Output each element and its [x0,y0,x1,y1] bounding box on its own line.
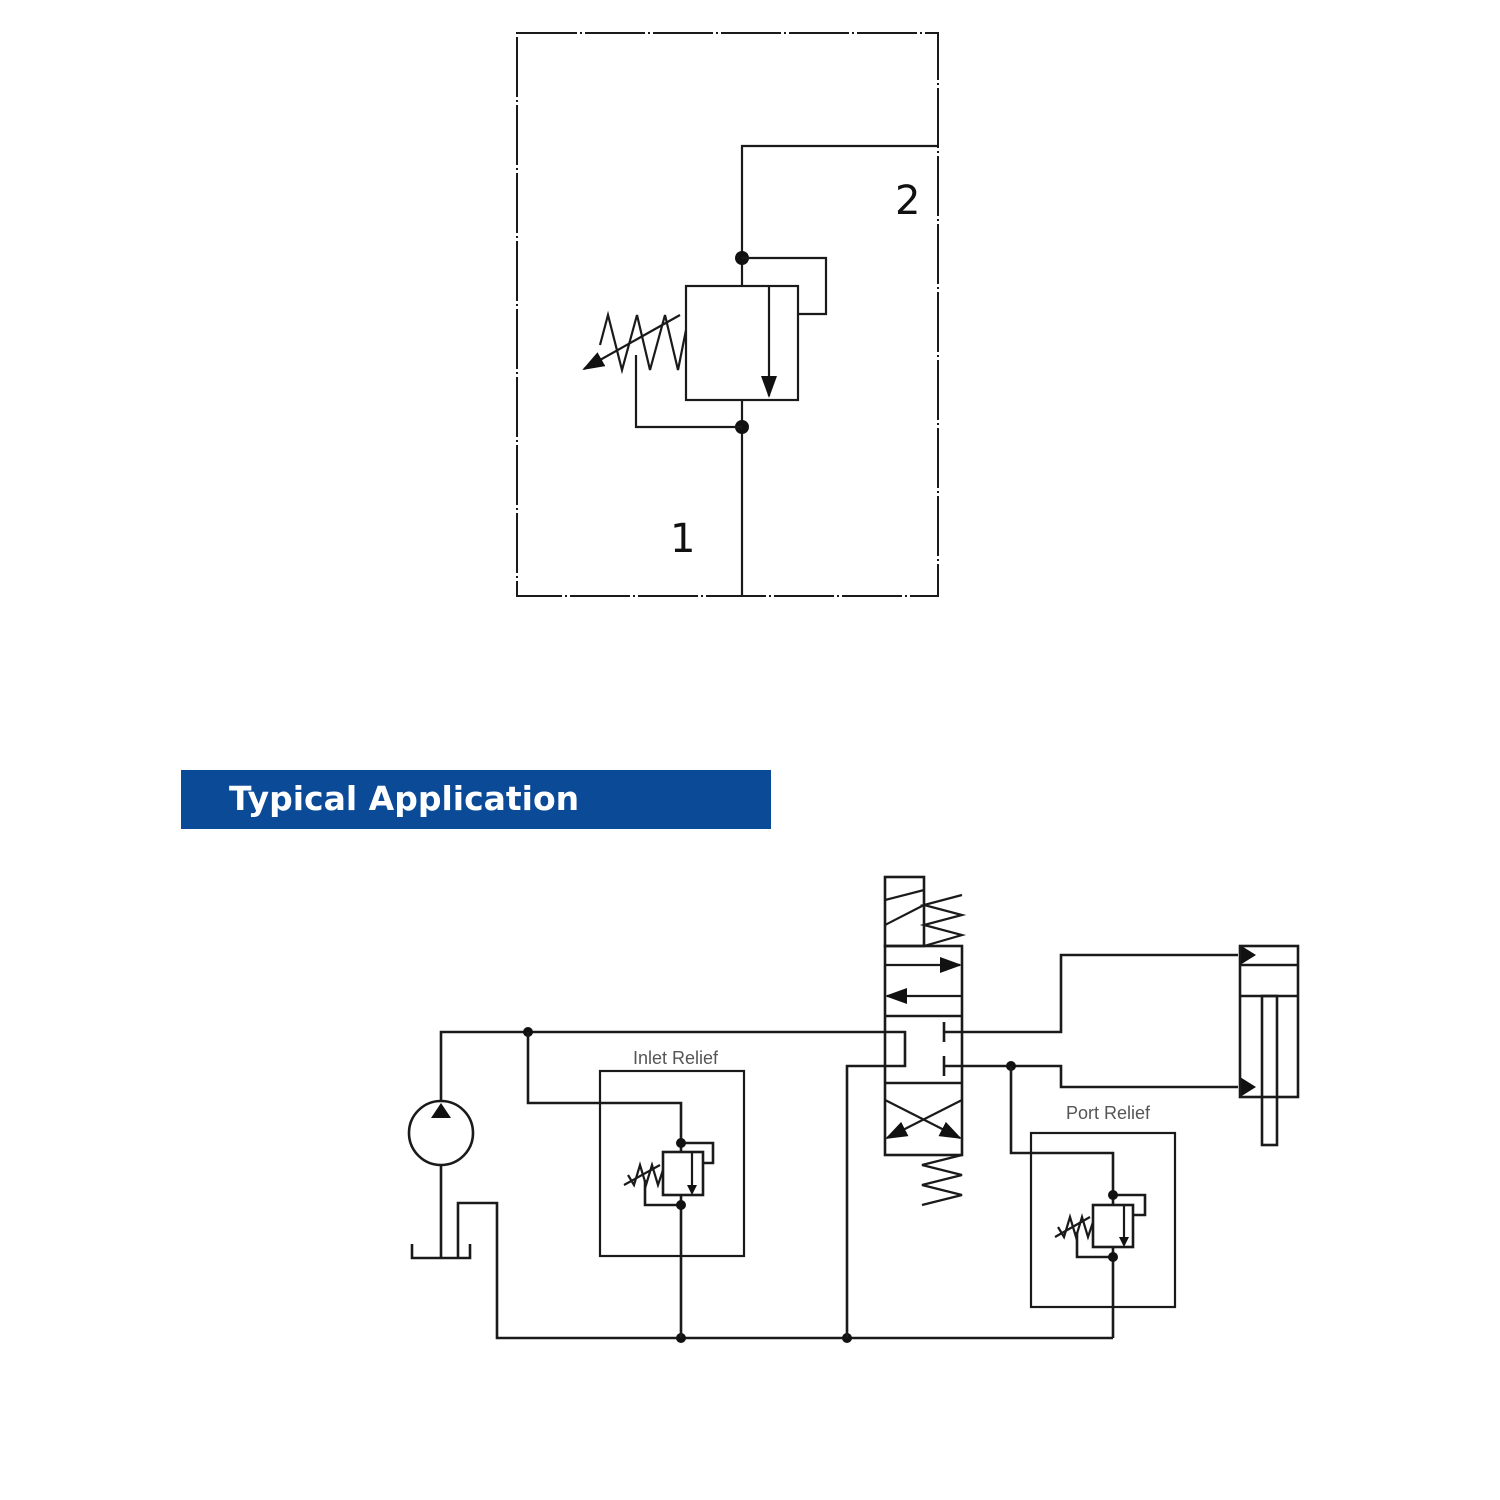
spring-icon [627,1161,665,1189]
junction-dot [1108,1252,1118,1262]
junction-dot [1108,1190,1118,1200]
application-circuit: Inlet Relief Port Relief [407,875,1300,1343]
inlet-pilot-line [643,1141,715,1207]
junction-dot [676,1138,686,1148]
section-banner: Typical Application [181,770,771,829]
inlet-relief-line [526,1032,683,1338]
line-a [962,953,1238,1034]
port-relief-label: Port Relief [1066,1103,1151,1123]
tank-icon [410,1244,472,1260]
cylinder-icon [1238,944,1300,1099]
blocked-ports [942,1022,962,1076]
piston [1240,963,1298,998]
port-relief-valve [1091,1203,1135,1249]
inlet-relief-box [598,1069,746,1258]
spring-icon [1057,1213,1095,1241]
cylinder-port-arrows [1240,945,1256,1097]
pressure-line [439,1030,885,1101]
port-relief-box [1029,1131,1177,1309]
spring-icon [921,1153,963,1207]
cartridge-boundary [516,32,939,597]
relief-valve-symbol: 2 1 [516,32,939,597]
port-1-label: 1 [670,516,695,562]
solenoid-icon [883,875,926,948]
spring-icon [919,893,967,948]
solenoid-winding [884,888,925,926]
drain-line [634,355,742,429]
pilot-line [742,256,828,316]
line-b [962,1064,1238,1089]
return-line [456,1201,1113,1340]
port-2-label: 2 [895,178,920,224]
cross-arrow-icon [884,1099,962,1139]
section-title: Typical Application [229,779,580,818]
port-pilot-line [1075,1193,1147,1259]
inlet-relief-label: Inlet Relief [633,1048,719,1068]
pump-arrow-icon [431,1103,451,1118]
inlet-relief-valve [661,1150,705,1197]
junction-dot [676,1200,686,1210]
directional-valve [883,944,964,1157]
tandem-center-loop [885,1030,907,1068]
valve-body [684,284,800,402]
adjustable-arrow-icon [1054,1216,1091,1238]
port-relief-line [1009,1066,1115,1338]
valve-cell-divider [885,1014,962,1085]
tank-return-line [845,1064,885,1338]
spring-icon [598,310,688,375]
adjustable-arrow-icon [582,314,681,370]
piston-rod [1260,994,1279,1147]
adjustable-arrow-icon [623,1164,661,1186]
